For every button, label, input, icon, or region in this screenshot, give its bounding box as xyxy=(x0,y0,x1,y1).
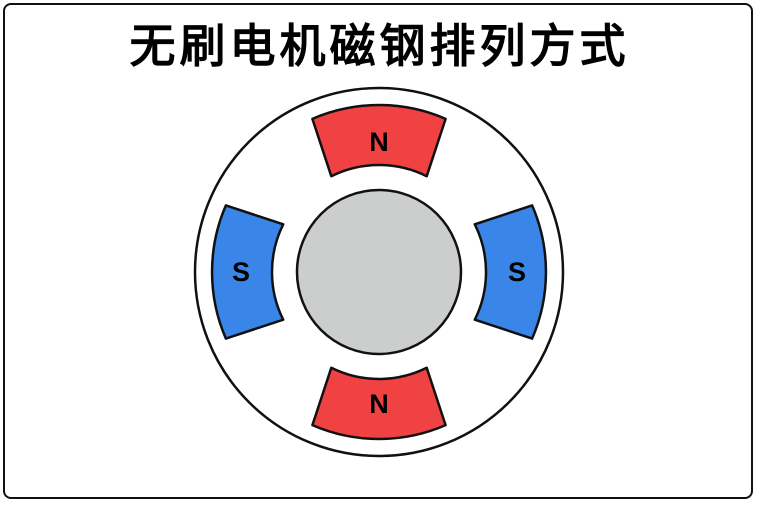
pole-label-bottom: N xyxy=(369,389,389,419)
magnet-right-south xyxy=(473,204,548,340)
pole-label-left: S xyxy=(232,257,250,287)
magnet-left-south xyxy=(210,204,285,340)
diagram-title: 无刷电机磁钢排列方式 xyxy=(129,19,630,73)
pole-label-right: S xyxy=(508,257,526,287)
rotor-core xyxy=(295,188,463,356)
magnet-top-north xyxy=(311,103,447,178)
magnet-bottom-north xyxy=(311,366,447,441)
pole-label-top: N xyxy=(369,127,389,157)
